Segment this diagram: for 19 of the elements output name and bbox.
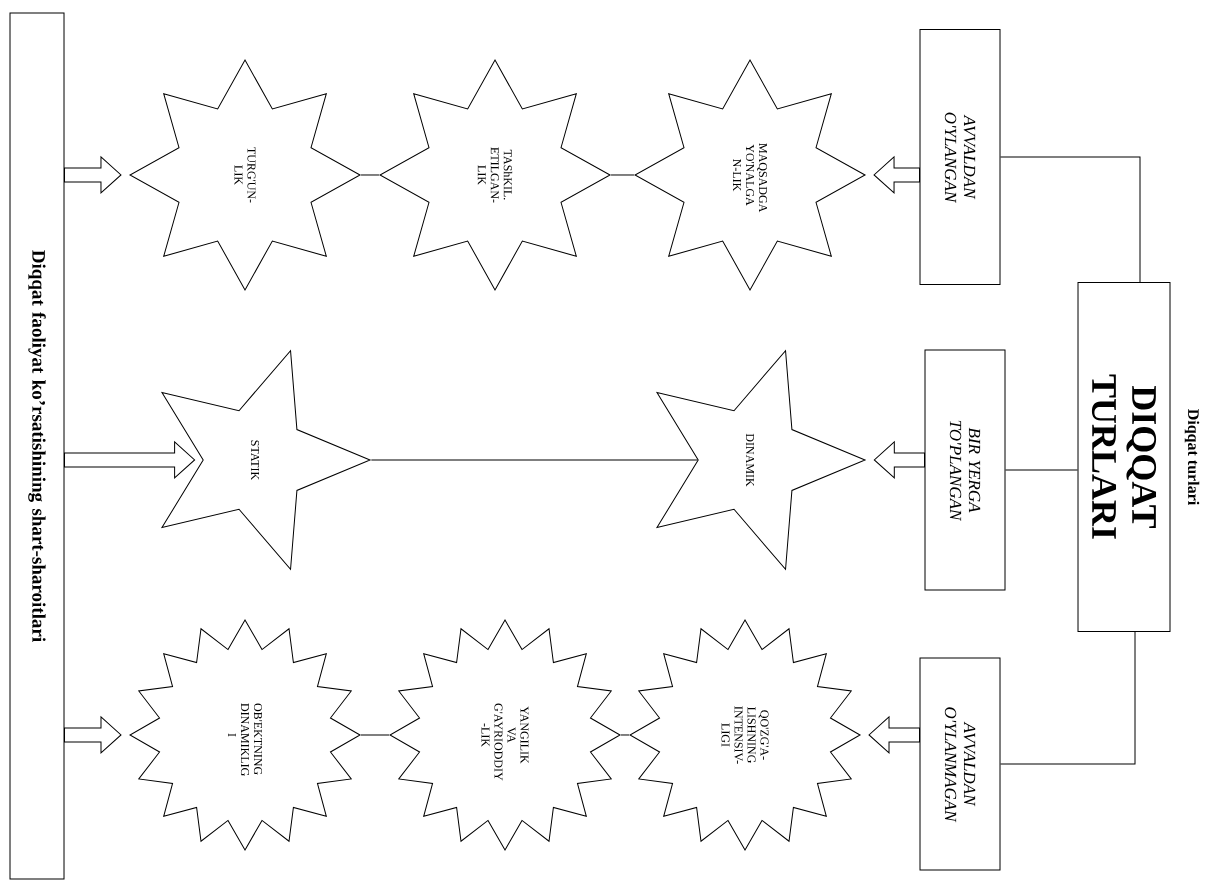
- type-box: AVVALDAN O'YLANGAN: [919, 29, 1001, 285]
- heading: Diqqat turlari: [1184, 409, 1200, 505]
- connector-line: [360, 174, 380, 176]
- title-box: DIQQAT TURLARI: [1077, 282, 1171, 632]
- block-arrow: [873, 156, 920, 194]
- connector-line: [360, 734, 390, 736]
- block-arrow: [64, 716, 122, 754]
- block-arrow: [64, 156, 122, 194]
- connector-line: [1000, 156, 1141, 283]
- block-arrow: [868, 716, 920, 754]
- condition-box: Diqqat faoliyat ko’rsatishining shart-sharoitlari: [9, 12, 65, 880]
- type-box: BIR YERGA TO'PLANGAN: [924, 349, 1006, 591]
- connector-line: [1000, 631, 1136, 765]
- connector-line: [620, 734, 630, 736]
- connector-line: [1005, 469, 1078, 471]
- block-arrow: [873, 441, 925, 479]
- connector-line: [610, 174, 635, 176]
- type-box: AVVALDAN O'YLANMAGAN: [919, 657, 1001, 871]
- block-arrow: [64, 441, 196, 479]
